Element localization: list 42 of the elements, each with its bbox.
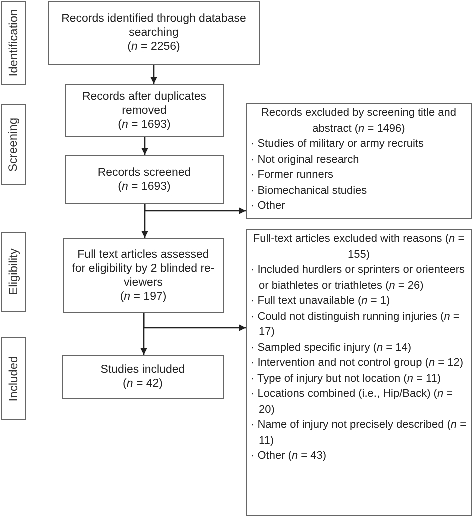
exclusion-reason: · Locations combined (i.e., Hip/Back) (n = 20) <box>251 387 454 418</box>
count-text: (n = 1693) <box>118 118 171 132</box>
phase-label: Screening <box>6 117 20 172</box>
count-text: (n = 2256) <box>128 40 180 54</box>
arrow <box>143 313 246 332</box>
count-text: (n = 42) <box>123 377 163 391</box>
phase-label: Included <box>6 356 20 402</box>
exclusion-reason: · Not original research <box>251 152 360 168</box>
exclusion-box <box>246 229 472 516</box>
box-text: Records screened <box>98 166 192 180</box>
exclusion-reason: · Type of injury but not location (n = 11) <box>251 372 442 386</box>
arrow <box>144 204 246 214</box>
exclusion-reason: · Former runners <box>251 168 335 183</box>
exclusion-reason: · Biomechanical studies <box>251 184 368 198</box>
exclusion-reason: · Studies of military or army recruits <box>251 137 425 152</box>
exclusion-reason: · Sampled specific injury (n = 14) <box>251 340 412 356</box>
exclusion-reason: · Included hurdlers or sprinters or orienteers or biathletes or triathletes (n = 26) <box>251 263 466 294</box>
process-box <box>65 155 224 204</box>
exclusion-reason: · Name of injury not precisely described (n = 11) <box>251 418 467 448</box>
exclusion-reason: · Full text unavailable (n = 1) <box>251 294 392 309</box>
phase-band <box>1 1 26 85</box>
count-text: (n = 1693) <box>118 180 171 194</box>
process-box <box>62 355 224 399</box>
phase-label: Identification <box>6 9 20 77</box>
phase-label: Eligibility <box>6 248 20 296</box>
exclusion-reason: · Intervention and not control group (n = 12) <box>251 356 465 371</box>
exclusion-reason: · Other <box>251 199 286 214</box>
arrow <box>150 65 158 84</box>
process-box <box>48 1 260 65</box>
box-text: Studies included <box>100 363 186 377</box>
box-heading: Full-text articles excluded with reasons (n = 155) <box>252 232 466 262</box>
process-box <box>65 84 224 137</box>
count-text: (n = 197) <box>120 290 167 304</box>
phase-band <box>1 232 26 312</box>
exclusion-reason: · Other (n = 43) <box>251 449 328 464</box>
phase-band <box>1 104 26 185</box>
phase-band <box>1 337 26 420</box>
exclusion-reason: · Could not distinguish running injuries (n = 17) <box>251 310 461 340</box>
process-box <box>63 238 224 313</box>
box-heading: Records excluded by screening title and abstract (n = 1496) <box>260 106 458 136</box>
exclusion-box <box>246 103 472 219</box>
arrow <box>142 137 148 155</box>
